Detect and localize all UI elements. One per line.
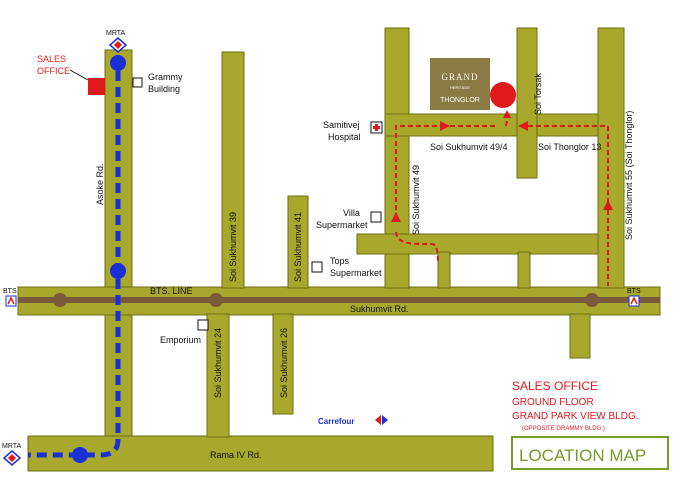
bts-label-right: BTS xyxy=(627,288,641,295)
sukhumvit-label: Sukhumvit Rd. xyxy=(350,304,409,314)
soi-torsak-road xyxy=(516,27,538,179)
route-arrows xyxy=(395,114,609,286)
mrt-station-1 xyxy=(110,55,126,71)
grammy-label-1: Grammy xyxy=(148,72,183,82)
villa-label-1: Villa xyxy=(343,208,360,218)
connector-a xyxy=(437,251,451,289)
mrt-station-2 xyxy=(110,263,126,279)
soi49-lower-road xyxy=(356,233,611,255)
soi41-road xyxy=(287,195,309,289)
bts-line xyxy=(18,293,660,307)
emporium-square xyxy=(197,319,209,331)
emporium-label: Emporium xyxy=(160,335,201,345)
sales-info-line-2: GRAND PARK VIEW BLDG. xyxy=(512,411,639,422)
soi41-label: Soi Sukhumvit 41 xyxy=(293,212,303,282)
logo-line-3: THONGLOR xyxy=(440,97,480,104)
bts-line-label: BTS. LINE xyxy=(150,286,193,296)
sales-info-line-1: GROUND FLOOR xyxy=(512,397,594,408)
bts-right-icon xyxy=(628,295,640,307)
grammy-label-2: Building xyxy=(148,84,180,94)
soi24-road xyxy=(206,313,230,438)
mrta-label-top: MRTA xyxy=(106,30,126,37)
tops-label-2: Supermarket xyxy=(330,268,382,278)
sales-office-label-1: SALES xyxy=(37,54,66,64)
mrta-top-icon xyxy=(108,37,128,53)
soi55-label: Soi Sukhumvit 55 (Soi Thonglor) xyxy=(624,111,634,240)
project-logo: GRAND HERITAGE THONGLOR xyxy=(430,58,490,110)
rama4-label: Rama IV Rd. xyxy=(210,450,262,460)
tops-square xyxy=(311,261,323,273)
soi55-road xyxy=(597,27,625,289)
mrta-bottom-icon xyxy=(2,450,22,466)
thonglor13-label: Soi Thonglor 13 xyxy=(538,142,601,152)
tops-label-1: Tops xyxy=(330,256,350,266)
route-arrowheads xyxy=(391,110,613,222)
soi49-4-label: Soi Sukhumvit 49/4 xyxy=(430,142,508,152)
villa-label-2: Supermarket xyxy=(316,220,368,230)
sales-office-marker xyxy=(88,78,105,95)
torsak-label: Soi Torsak xyxy=(533,73,543,115)
sales-office-pointer xyxy=(69,69,89,81)
sales-info-line-3: (OPPOSITE GRAMMY BLDG.) xyxy=(522,426,605,432)
asoke-road-label: Asoke Rd. xyxy=(95,163,105,205)
road-network xyxy=(17,27,661,472)
hospital-icon xyxy=(370,121,383,134)
logo-line-1: GRAND xyxy=(441,72,478,82)
project-location-dot xyxy=(490,82,516,108)
grammy-building-square xyxy=(132,77,143,88)
bts-station-phromphong xyxy=(209,293,223,307)
bts-station-thonglor xyxy=(585,293,599,307)
sales-info-title: SALES OFFICE xyxy=(512,379,598,393)
villa-square xyxy=(370,211,382,223)
bts-left-icon xyxy=(5,295,17,307)
samitivej-label-2: Hospital xyxy=(328,132,361,142)
carrefour-label: Carrefour xyxy=(318,417,354,426)
map-title-box xyxy=(511,436,669,470)
soi26-label: Soi Sukhumvit 26 xyxy=(279,328,289,398)
sales-office-label-2: OFFICE xyxy=(37,66,70,76)
carrefour-logo-icon xyxy=(375,415,388,425)
mrt-station-3 xyxy=(72,447,88,463)
soi39-road xyxy=(221,51,245,289)
mrt-route xyxy=(28,55,126,463)
bts-label-left: BTS xyxy=(3,288,17,295)
map-title: LOCATION MAP xyxy=(519,446,646,465)
soi26-road xyxy=(272,313,294,415)
connector-b xyxy=(517,251,531,289)
soi49-label: Soi Sukhumvit 49 xyxy=(411,165,421,235)
soi24-label: Soi Sukhumvit 24 xyxy=(213,328,223,398)
logo-line-2: HERITAGE xyxy=(450,85,470,90)
bts-station-asoke xyxy=(53,293,67,307)
stub-road xyxy=(569,313,591,359)
mrta-label-bottom: MRTA xyxy=(2,443,22,450)
samitivej-label-1: Samitivej xyxy=(323,120,360,130)
soi39-label: Soi Sukhumvit 39 xyxy=(228,212,238,282)
